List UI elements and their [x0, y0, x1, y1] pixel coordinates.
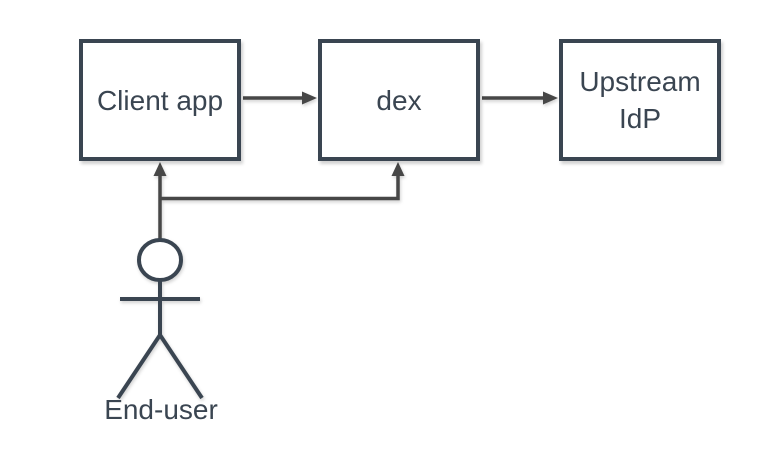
node-label: Client app	[96, 84, 224, 116]
actor-head	[137, 238, 183, 282]
node-upstream-idp: Upstream IdP	[559, 39, 721, 161]
edge-dex-to-upstream-idp	[482, 91, 558, 105]
actor-figure	[116, 238, 204, 400]
actor-label: End-user	[104, 394, 218, 425]
node-label: dex	[376, 84, 422, 116]
arrowhead-icon	[391, 162, 405, 176]
actor-legs	[116, 331, 204, 400]
edge-end-user-to-client-app	[153, 162, 167, 240]
node-dex: dex	[318, 39, 480, 161]
node-client-app: Client app	[79, 39, 241, 161]
arrowhead-icon	[153, 162, 167, 176]
edge-line	[160, 175, 400, 201]
arrowhead-icon	[543, 91, 558, 105]
edge-end-user-to-dex	[160, 162, 405, 201]
edge-client-app-to-dex	[243, 91, 317, 105]
node-label: Upstream IdP	[579, 66, 701, 134]
arrowhead-icon	[302, 91, 317, 105]
